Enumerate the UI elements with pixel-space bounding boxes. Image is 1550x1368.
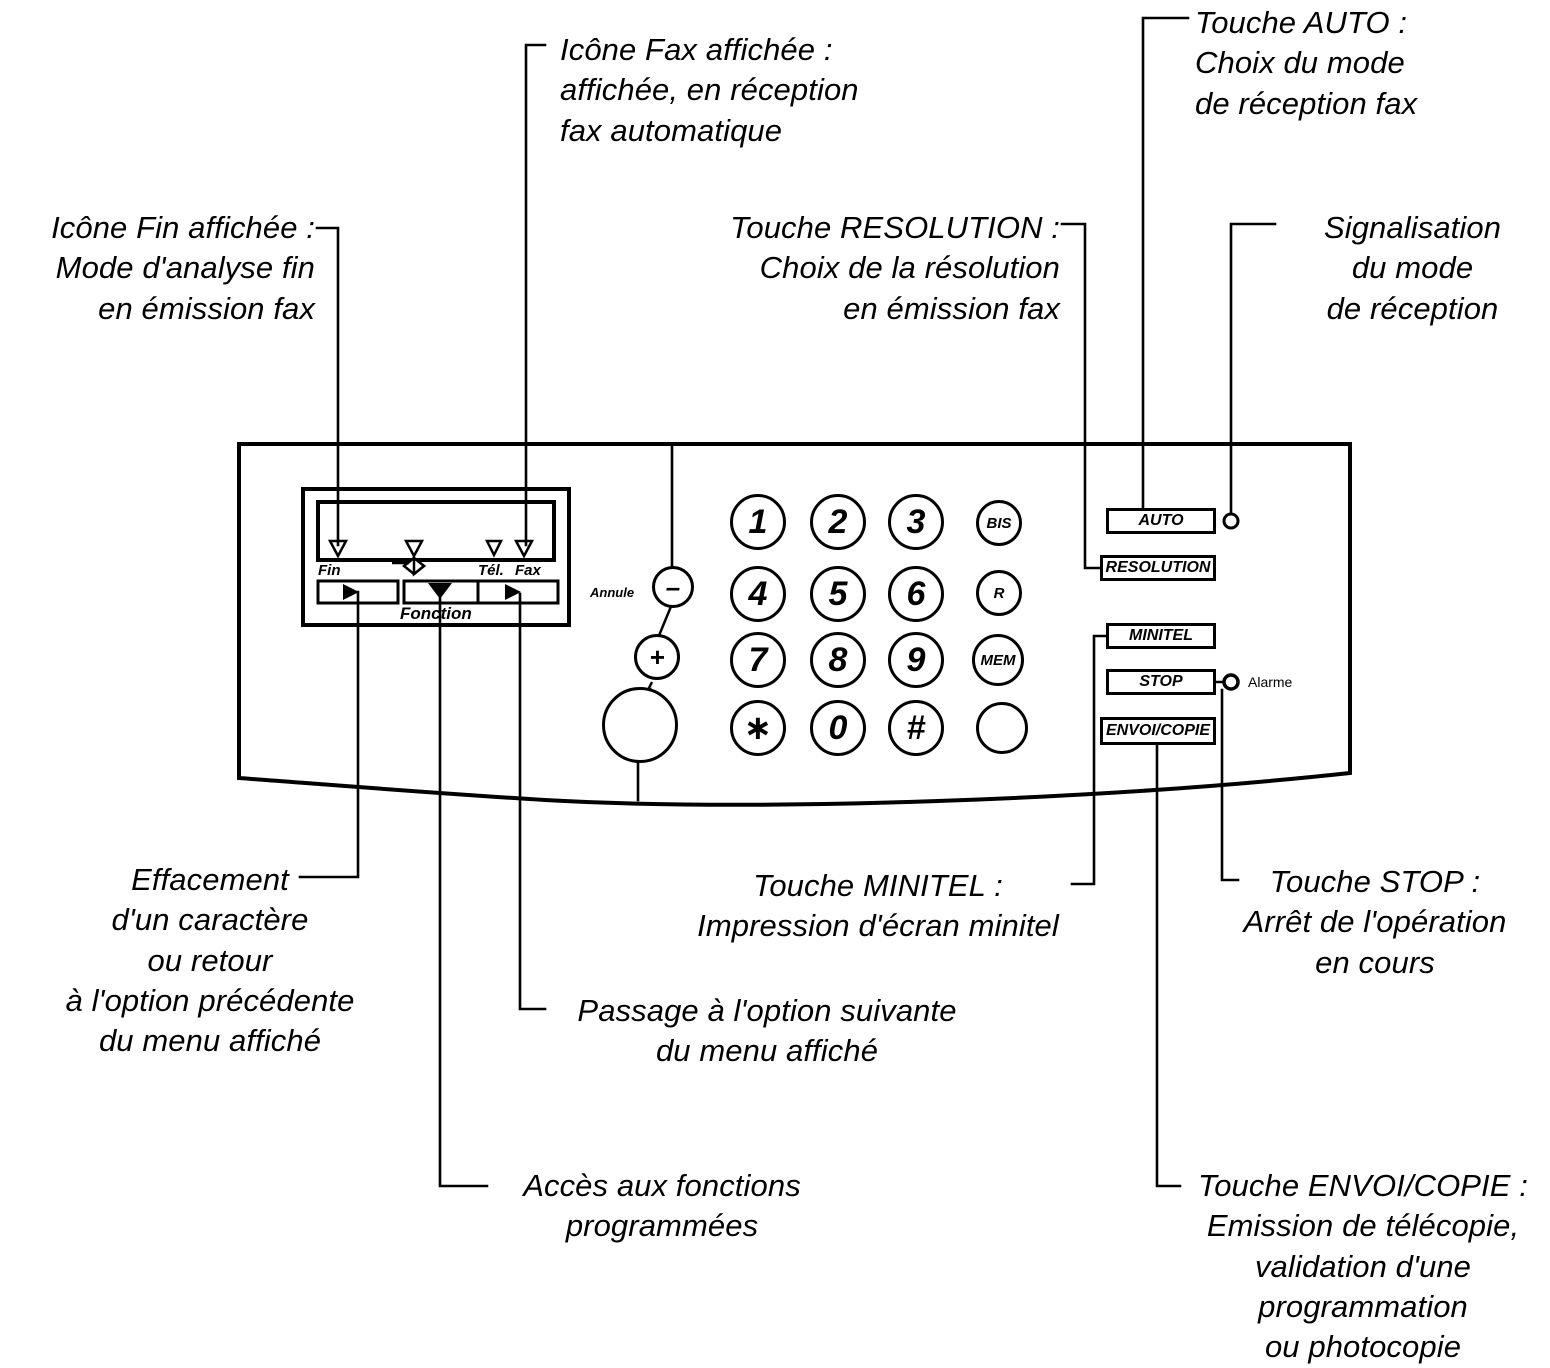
key-7-label: 7: [748, 640, 768, 679]
key-8[interactable]: 8: [810, 632, 866, 688]
key-mem-label: MEM: [980, 651, 1016, 669]
key-plus[interactable]: +: [634, 634, 680, 680]
leader-icone-fax: [524, 43, 547, 547]
key-prev-arrow: [343, 584, 359, 600]
lcd-triangle-fax: [513, 539, 535, 559]
led-reception-mode: [1222, 512, 1240, 530]
leader-acces-fonctions: [438, 592, 489, 1188]
key-1-label: 1: [748, 502, 768, 541]
leader-passage-option: [518, 592, 547, 1011]
key-9[interactable]: 9: [888, 632, 944, 688]
key-bis[interactable]: BIS: [976, 500, 1022, 546]
key-next-arrow: [505, 584, 521, 600]
fonction-diamond-icon: [392, 555, 427, 577]
key-4[interactable]: 4: [730, 566, 786, 622]
annotation-touche-resolution: Touche RESOLUTION : Choix de la résoluti…: [730, 210, 1060, 326]
leader-effacement: [298, 590, 360, 879]
key-2-label: 2: [828, 502, 848, 541]
key-star[interactable]: ∗: [730, 700, 786, 756]
leader-touche-minitel: [1070, 634, 1112, 886]
key-fonction-arrow: [428, 583, 452, 599]
annotation-touche-envoi-copie: Touche ENVOI/COPIE : Emission de télécop…: [1198, 1168, 1528, 1365]
key-5-label: 5: [828, 574, 848, 613]
key-plus-label: +: [649, 641, 665, 672]
key-6-label: 6: [906, 574, 926, 613]
annotation-touche-minitel: Touche MINITEL : Impression d'écran mini…: [697, 868, 1059, 944]
alarme-label: Alarme: [1248, 674, 1293, 690]
key-0[interactable]: 0: [810, 700, 866, 756]
leader-touche-envoi-copie: [1155, 743, 1182, 1188]
lcd-label-tel: Tél.: [478, 562, 504, 579]
key-bis-label: BIS: [986, 514, 1012, 532]
button-resolution[interactable]: RESOLUTION: [1100, 555, 1216, 581]
leader-icone-fin: [315, 226, 340, 547]
key-5[interactable]: 5: [810, 566, 866, 622]
key-2[interactable]: 2: [810, 494, 866, 550]
key-hash-label: #: [906, 708, 926, 747]
lcd-label-fax: Fax: [515, 562, 541, 579]
annotation-touche-auto: Touche AUTO : Choix du mode de réception…: [1195, 5, 1418, 121]
annotation-passage-option: Passage à l'option suivante du menu affi…: [577, 993, 957, 1069]
leader-touche-auto: [1141, 16, 1190, 513]
key-pause[interactable]: [976, 702, 1028, 754]
key-mem[interactable]: MEM: [972, 634, 1024, 686]
key-0-label: 0: [828, 708, 848, 747]
key-r-label: R: [993, 584, 1005, 602]
button-minitel[interactable]: MINITEL: [1106, 623, 1216, 649]
key-4-label: 4: [748, 574, 768, 613]
key-1[interactable]: 1: [730, 494, 786, 550]
button-minitel-label: MINITEL: [1129, 627, 1193, 644]
key-3-label: 3: [906, 502, 926, 541]
lcd-label-fin: Fin: [318, 562, 341, 579]
key-9-label: 9: [906, 640, 926, 679]
annotation-signalisation: Signalisation du mode de réception: [1323, 210, 1502, 326]
button-envoi-copie[interactable]: ENVOI/COPIE: [1100, 717, 1216, 745]
key-8-label: 8: [828, 640, 848, 679]
lcd-triangle-tel: [484, 539, 504, 558]
key-star-label: ∗: [743, 709, 773, 747]
button-stop-label: STOP: [1139, 673, 1183, 690]
annule-label: Annule: [590, 585, 635, 600]
leader-touche-resolution: [1060, 222, 1106, 570]
key-3[interactable]: 3: [888, 494, 944, 550]
leader-touche-stop: [1220, 688, 1240, 882]
annotation-effacement: Effacement d'un caractère ou retour à l'…: [65, 862, 355, 1059]
lcd-triangle-middle: [403, 539, 425, 559]
key-hash[interactable]: #: [888, 700, 944, 756]
annotation-icone-fax: Icône Fax affichée : affichée, en récept…: [560, 32, 859, 148]
key-minus-label: –: [665, 571, 681, 602]
key-speaker[interactable]: [602, 687, 678, 763]
key-6[interactable]: 6: [888, 566, 944, 622]
annotation-icone-fin: Icône Fin affichée : Mode d'analyse fin …: [51, 210, 315, 326]
button-auto-label: AUTO: [1138, 512, 1184, 529]
lcd-window: [316, 500, 556, 562]
key-r[interactable]: R: [976, 570, 1022, 616]
leader-signalisation: [1229, 222, 1277, 515]
button-auto[interactable]: AUTO: [1106, 508, 1216, 534]
annotation-acces-fonctions: Accès aux fonctions programmées: [523, 1168, 801, 1244]
fonction-label: Fonction: [400, 604, 472, 623]
button-resolution-label: RESOLUTION: [1105, 559, 1211, 576]
key-7[interactable]: 7: [730, 632, 786, 688]
button-stop[interactable]: STOP: [1106, 669, 1216, 695]
button-envoi-copie-label: ENVOI/COPIE: [1105, 722, 1211, 739]
connector-minus-plus: [656, 603, 674, 639]
key-minus[interactable]: –: [652, 566, 694, 608]
annotation-touche-stop: Touche STOP : Arrêt de l'opération en co…: [1243, 864, 1507, 980]
led-alarme: [1222, 673, 1240, 691]
